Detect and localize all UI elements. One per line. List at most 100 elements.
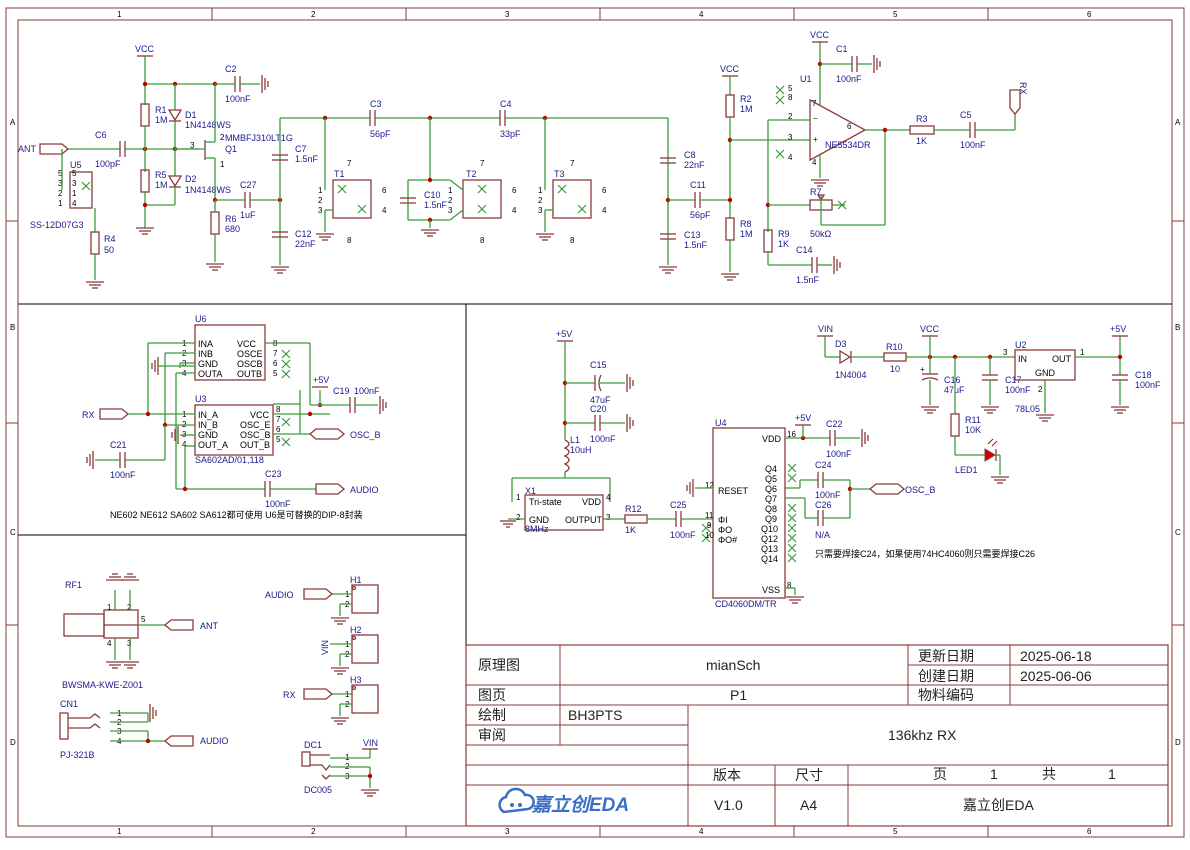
svg-text:5: 5 bbox=[72, 169, 77, 178]
u4-pin-q13: Q13 bbox=[761, 544, 778, 554]
r4-value: 50 bbox=[104, 245, 114, 255]
r2-value: 1M bbox=[740, 104, 753, 114]
svg-text:4: 4 bbox=[382, 206, 387, 215]
u4-pin-q7: Q7 bbox=[765, 494, 777, 504]
c3-ref: C3 bbox=[370, 99, 382, 109]
vin-label-1: VIN bbox=[818, 324, 833, 334]
dc1-value: DC005 bbox=[304, 785, 332, 795]
version-value: V1.0 bbox=[714, 797, 743, 813]
r8-ref: R8 bbox=[740, 219, 752, 229]
svg-text:6: 6 bbox=[602, 186, 607, 195]
u4-ref: U4 bbox=[715, 418, 727, 428]
c17-value: 100nF bbox=[1005, 385, 1031, 395]
c10-value: 1.5nF bbox=[424, 200, 448, 210]
u3-pin-out-a: OUT_A bbox=[198, 440, 228, 450]
x1-pin-tristate: Tri-state bbox=[529, 497, 562, 507]
svg-text:−: − bbox=[813, 114, 818, 123]
c23-ref: C23 bbox=[265, 469, 282, 479]
svg-text:4: 4 bbox=[107, 639, 112, 648]
svg-text:1: 1 bbox=[220, 160, 225, 169]
svg-text:5: 5 bbox=[276, 435, 281, 444]
t1-ref: T1 bbox=[334, 169, 345, 179]
col-label-3-bottom: 3 bbox=[505, 827, 510, 836]
col-label-5-bottom: 5 bbox=[893, 827, 898, 836]
svg-text:5: 5 bbox=[141, 615, 146, 624]
page-label: 页 bbox=[933, 766, 947, 782]
svg-text:16: 16 bbox=[787, 430, 796, 439]
u4-pin-vdd: VDD bbox=[762, 434, 782, 444]
u4-pin-q12: Q12 bbox=[761, 534, 778, 544]
h3-ref: H3 bbox=[350, 675, 362, 685]
svg-text:6: 6 bbox=[273, 359, 278, 368]
audio-port-2 bbox=[163, 735, 194, 747]
c19-value: 100nF bbox=[354, 386, 380, 396]
c10-ref: C10 bbox=[424, 190, 441, 200]
u3-pin-out-b: OUT_B bbox=[240, 440, 270, 450]
row-label-c-right: C bbox=[1175, 528, 1181, 537]
t3-ref: T3 bbox=[554, 169, 565, 179]
c18-value: 100nF bbox=[1135, 380, 1161, 390]
rx-port-3 bbox=[303, 688, 334, 700]
c16-ref: C16 bbox=[944, 375, 961, 385]
u6-pin-outb: OUTB bbox=[237, 369, 262, 379]
svg-text:1: 1 bbox=[72, 189, 77, 198]
svg-text:3: 3 bbox=[606, 513, 611, 522]
rx-port-in bbox=[99, 408, 130, 420]
sheet-label: 图页 bbox=[478, 687, 506, 703]
u4-pin-q14: Q14 bbox=[761, 554, 778, 564]
c15-value: 47uF bbox=[590, 395, 611, 405]
l1-value: 10uH bbox=[570, 445, 592, 455]
c21-ref: C21 bbox=[110, 440, 127, 450]
page-total: 1 bbox=[1108, 766, 1116, 782]
svg-text:4: 4 bbox=[72, 199, 77, 208]
r11-ref: R11 bbox=[965, 415, 981, 425]
svg-text:3: 3 bbox=[1003, 348, 1008, 357]
u6-ref: U6 bbox=[195, 314, 207, 324]
r8-value: 1M bbox=[740, 229, 753, 239]
created-date: 2025-06-06 bbox=[1020, 668, 1092, 684]
u6-pin-gnd: GND bbox=[198, 359, 219, 369]
r9-value: 1K bbox=[778, 239, 789, 249]
svg-text:10: 10 bbox=[705, 531, 714, 540]
svg-text:3: 3 bbox=[72, 179, 77, 188]
u5-value: SS-12D07G3 bbox=[30, 220, 84, 230]
svg-text:5: 5 bbox=[273, 369, 278, 378]
cn1-ref: CN1 bbox=[60, 699, 78, 709]
c2-ref: C2 bbox=[225, 64, 237, 74]
u4-pin-q6: Q6 bbox=[765, 484, 777, 494]
vcc-label-4: VCC bbox=[920, 324, 940, 334]
col-label-2: 2 bbox=[311, 10, 316, 19]
c5-ref: C5 bbox=[960, 110, 972, 120]
c26-ref: C26 bbox=[815, 500, 832, 510]
q1-ref: Q1 bbox=[225, 144, 237, 154]
c7-ref: C7 bbox=[295, 144, 307, 154]
plus5v-label-4: +5V bbox=[1110, 324, 1126, 334]
net-audio-label-1: AUDIO bbox=[350, 485, 379, 495]
u4-pin-phi-i: ΦI bbox=[718, 515, 728, 525]
svg-text:3: 3 bbox=[318, 206, 323, 215]
plus5v-label-2: +5V bbox=[556, 329, 572, 339]
svg-text:2: 2 bbox=[788, 112, 793, 121]
r3-ref: R3 bbox=[916, 114, 928, 124]
r5-ref: R5 bbox=[155, 170, 167, 180]
r3-value: 1K bbox=[916, 136, 927, 146]
u3-pin-vcc: VCC bbox=[250, 410, 270, 420]
svg-text:7: 7 bbox=[273, 349, 278, 358]
u3-pin-in-a: IN_A bbox=[198, 410, 218, 420]
net-osc-b-label-1: OSC_B bbox=[350, 430, 381, 440]
u6-pin-osce: OSCE bbox=[237, 349, 263, 359]
col-label-6-bottom: 6 bbox=[1087, 827, 1092, 836]
col-label-1-bottom: 1 bbox=[117, 827, 122, 836]
drawn-label: 绘制 bbox=[478, 707, 506, 723]
c13-value: 1.5nF bbox=[684, 240, 708, 250]
u6-pin-inb: INB bbox=[198, 349, 213, 359]
svg-text:3: 3 bbox=[788, 133, 793, 142]
svg-text:+: + bbox=[920, 365, 925, 374]
r12-ref: R12 bbox=[625, 504, 642, 514]
svg-text:4: 4 bbox=[788, 153, 793, 162]
drawn-by: BH3PTS bbox=[568, 707, 622, 723]
net-osc-b-label-2: OSC_B bbox=[905, 485, 936, 495]
col-label-2-bottom: 2 bbox=[311, 827, 316, 836]
x1-pin-gnd: GND bbox=[529, 515, 550, 525]
